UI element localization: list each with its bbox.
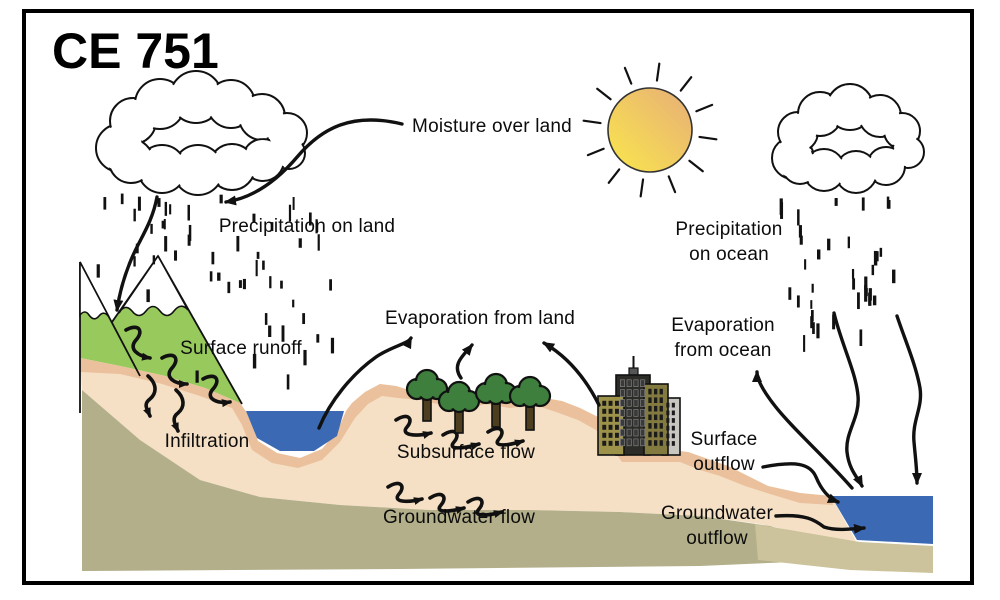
- seabed-khaki-block: [755, 524, 933, 573]
- left-rain-cloud-icon: [95, 70, 308, 196]
- label-moisture-over-land: Moisture over land: [412, 116, 572, 137]
- city-buildings-icon: [597, 356, 681, 456]
- arrow-evaporation-from-lake: [317, 336, 413, 430]
- snow-caps: [79, 254, 189, 320]
- land-olive-layer: [82, 390, 792, 571]
- arrow-evaporation-city: [542, 341, 601, 407]
- sun-icon: [582, 62, 718, 198]
- surface-runoff-arrows: [124, 325, 232, 408]
- label-surface-runoff: Surface runoff: [180, 338, 302, 359]
- tree-trunk: [454, 409, 464, 434]
- land-peach-layer: [80, 358, 856, 541]
- sun-rays: [582, 62, 718, 198]
- groundwater-flow-arrows: [386, 481, 504, 518]
- tree-trunk: [422, 397, 432, 422]
- right-rain-cloud-icon: [771, 83, 925, 194]
- cycle-arrows: [113, 118, 923, 534]
- tree-trunk: [491, 403, 501, 428]
- snow-cap-back: [79, 261, 110, 320]
- arrow-moisture-to-cloud: [224, 118, 404, 206]
- label-groundwater-flow: Groundwater flow: [382, 507, 536, 528]
- arrow-precipitation-ocean-right: [895, 314, 923, 485]
- diagram-border: [22, 9, 974, 585]
- arrow-evaporation-trees: [455, 343, 474, 380]
- arrow-precipitation-ocean-mid: [832, 311, 864, 488]
- snow-cap-front: [118, 254, 189, 317]
- subsurface-flow-arrows: [394, 414, 525, 451]
- land-layers: [80, 358, 933, 573]
- lake: [246, 411, 344, 451]
- label-infiltration: Infiltration: [164, 431, 250, 452]
- label-precipitation-on-ocean: Precipitation on ocean: [675, 219, 783, 265]
- label-evaporation-from-land: Evaporation from land: [384, 308, 576, 329]
- mountain-body: [80, 256, 242, 404]
- arrow-precipitation-on-land: [113, 195, 159, 312]
- rain-left: [96, 193, 335, 390]
- infiltration-arrows: [143, 374, 185, 433]
- tree-canopies: [405, 368, 552, 414]
- page-title: CE 751: [52, 23, 219, 79]
- label-subsurface-flow: Subsurface flow: [396, 442, 536, 463]
- arrow-evaporation-from-ocean: [752, 370, 854, 490]
- trees-icon: [405, 368, 552, 434]
- arrow-surface-outflow: [761, 462, 840, 504]
- rain-right: [779, 196, 896, 352]
- label-evaporation-from-ocean: Evaporation from ocean: [671, 315, 775, 361]
- label-precipitation-on-land: Precipitation on land: [218, 216, 396, 237]
- label-surface-outflow: Surface outflow: [690, 429, 758, 475]
- tree-trunk: [525, 406, 535, 431]
- arrow-groundwater-outflow: [774, 513, 866, 534]
- label-groundwater-outflow: Groundwater outflow: [660, 503, 774, 549]
- sun-disc: [607, 87, 693, 173]
- building-windows: [602, 379, 675, 447]
